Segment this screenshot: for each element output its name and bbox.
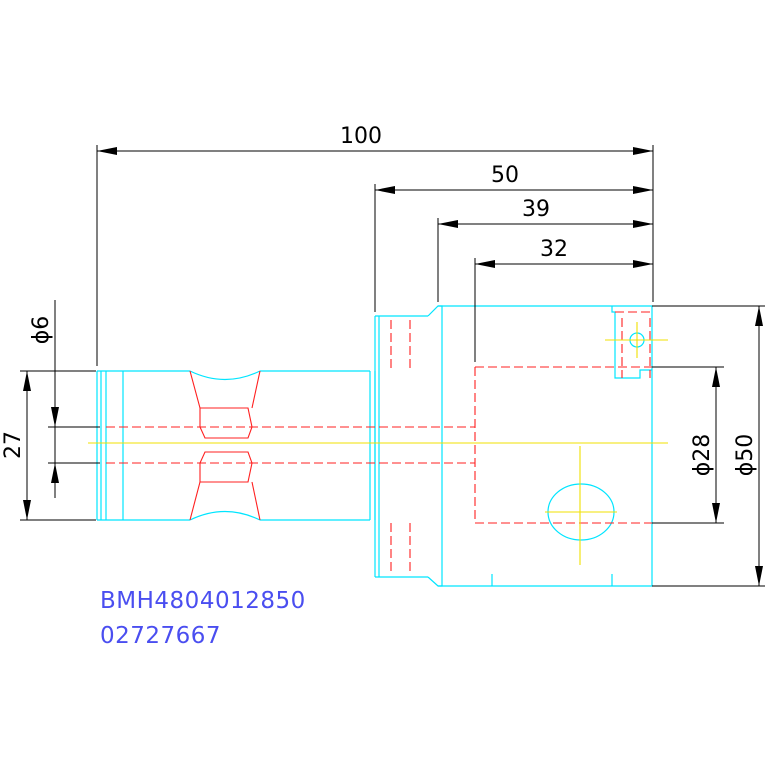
dim-overall-length: 100 (340, 124, 382, 149)
part-code: 02727667 (100, 623, 221, 649)
arrowheads (23, 147, 763, 586)
dim-length-32: 32 (540, 237, 568, 262)
centerlines (88, 322, 668, 565)
shank-outline (96, 370, 376, 521)
dim-phi-50: ϕ50 (733, 434, 758, 477)
dim-height-27: 27 (1, 431, 26, 459)
body-outline (374, 305, 653, 587)
hidden-lines (106, 311, 652, 572)
dimension-lines (20, 145, 765, 587)
dim-phi-28: ϕ28 (690, 434, 715, 477)
part-number: BMH4804012850 (100, 588, 306, 614)
dim-phi-6: ϕ6 (29, 316, 54, 345)
dim-length-39: 39 (522, 197, 550, 222)
dim-length-50: 50 (491, 163, 519, 188)
